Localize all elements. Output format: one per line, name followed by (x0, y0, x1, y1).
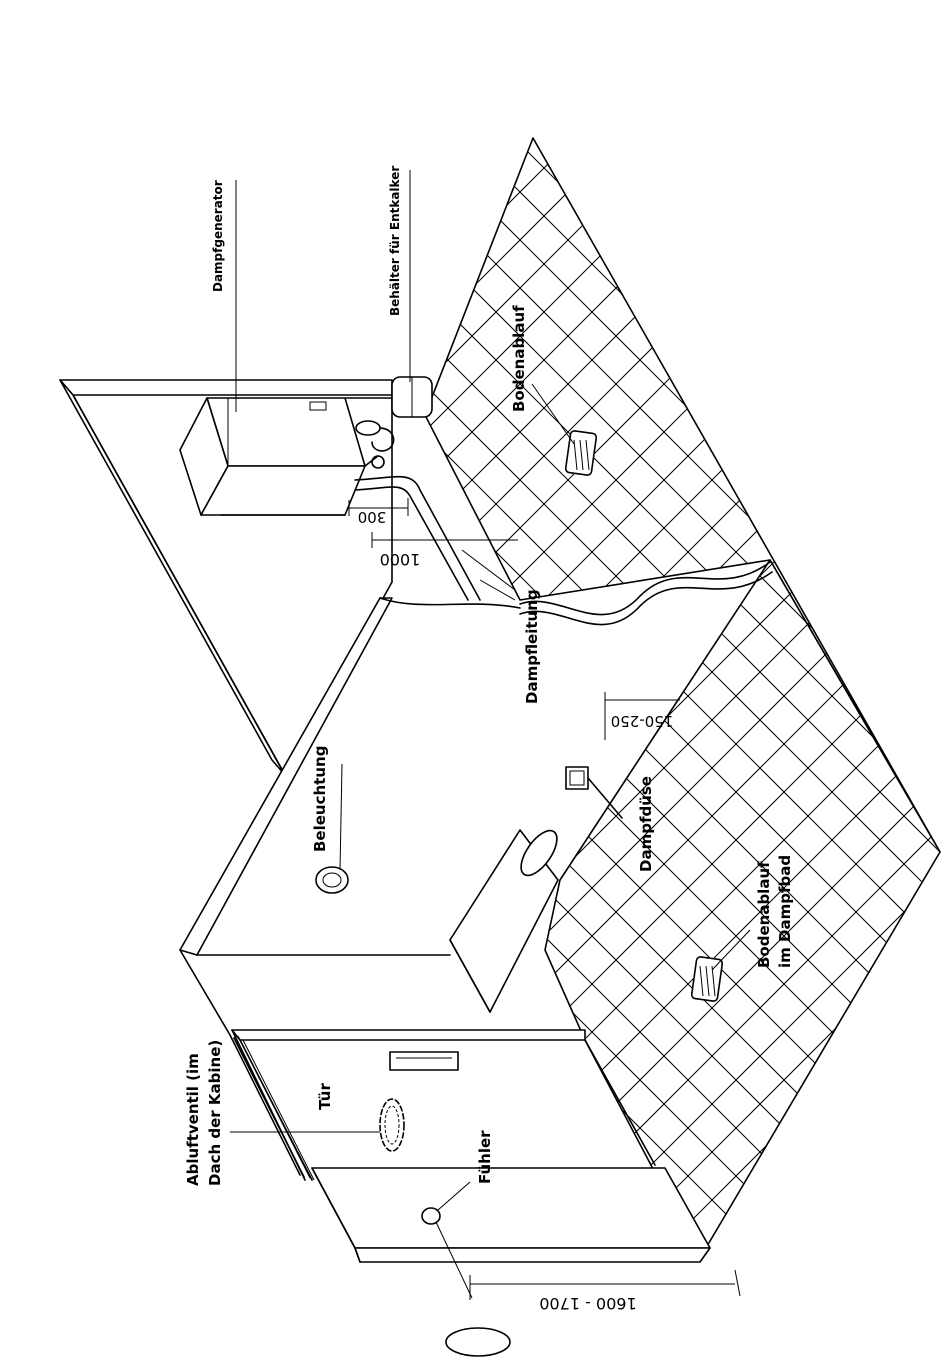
dim-1000-text: 1000 (380, 550, 421, 569)
floor-tile-line (0, 0, 136, 1364)
floor-tile-line (884, 0, 950, 1364)
floor-tile-line (0, 0, 184, 1364)
label-fuehler: Fühler (476, 1130, 494, 1184)
floor-tile-line (0, 0, 88, 1364)
floor-tile-line (0, 0, 60, 1364)
floor-tile-line (0, 0, 136, 1364)
floor-tile-line (0, 0, 732, 1364)
floor-tile-line (308, 0, 950, 1364)
dimension-300: 300 (349, 498, 408, 526)
floor-tile-line (0, 0, 60, 1364)
floor-tile-line (0, 0, 280, 1364)
floor-tile-line (0, 0, 204, 1364)
floor-tile-line (884, 0, 950, 1364)
floor-tile-line (0, 0, 300, 1364)
label-tuer: Tür (316, 1083, 334, 1110)
floor-tile-line (0, 0, 156, 1364)
floor-tile-line (0, 0, 520, 1364)
floor-tile-line (0, 0, 40, 1364)
floor-tile-line (0, 0, 88, 1364)
floor-tile-line (0, 0, 108, 1364)
floor-tile-line (0, 0, 540, 1364)
floor-drain-technical[interactable] (565, 430, 597, 475)
floor-tile-line (0, 0, 492, 1364)
floor-tile-line (0, 0, 760, 1364)
floor-tile-line (836, 0, 950, 1364)
floor-tile-line (308, 0, 950, 1364)
floor-tile-line (0, 0, 40, 1364)
floor-tile-line (260, 0, 950, 1364)
label-bodenablauf-dampfbad-1: Bodenablauf (755, 861, 773, 968)
floor-tile-line (0, 0, 540, 1364)
floor-tile-line (0, 0, 732, 1364)
floor-tile-line (280, 0, 950, 1364)
floor-tile-line (260, 0, 950, 1364)
door-handle[interactable] (390, 1052, 458, 1070)
label-dampfduese: Dampfdüse (637, 776, 655, 872)
floor-tile-line (0, 0, 760, 1364)
floor-tile-line (0, 0, 328, 1364)
steam-pipe (355, 477, 480, 600)
floor-tile-line (0, 0, 492, 1364)
floor-tile-line (856, 0, 950, 1364)
dimension-1600-1700: 1600 - 1700 (470, 1270, 740, 1313)
floor-tile-line (932, 0, 950, 1364)
floor-tile-line (904, 0, 950, 1364)
floor-tile-line (280, 0, 950, 1364)
floor-tile-line (0, 0, 588, 1364)
bench (450, 825, 564, 1012)
floor-tile-line (0, 0, 712, 1364)
steam-generator (180, 398, 365, 515)
floor-tile-line (836, 0, 950, 1364)
label-bodenablauf: Bodenablauf (510, 305, 528, 412)
floor-tile-line (0, 0, 712, 1364)
floor-tile-line (856, 0, 950, 1364)
floor-tile-line (904, 0, 950, 1364)
label-bodenablauf-dampfbad-2: im Dampfbad (776, 855, 794, 968)
page-number-oval (446, 1328, 510, 1356)
floor-tile-line (932, 0, 950, 1364)
dim-1600-1700-text: 1600 - 1700 (539, 1294, 636, 1313)
floor-tile-line (0, 0, 184, 1364)
label-entkalker: Behälter für Entkalker (388, 166, 402, 316)
floor-tile-line (0, 0, 156, 1364)
floor-tile-line (0, 0, 520, 1364)
floor-tile-line (0, 0, 280, 1364)
dim-300-text: 300 (358, 508, 387, 526)
floor-tile-line (0, 0, 328, 1364)
floor-tile-line (0, 0, 204, 1364)
label-dampfleitung: Dampfleitung (523, 589, 541, 704)
label-dampfgenerator: Dampfgenerator (211, 180, 225, 292)
label-abluftventil-1: Abluftventil (im (184, 1053, 202, 1186)
leader-dampfleitung-2 (480, 580, 515, 600)
label-beleuchtung: Beleuchtung (311, 746, 329, 852)
floor-tile-line (0, 0, 12, 1364)
floor-tile-line (0, 0, 12, 1364)
floor-tile-line (0, 0, 588, 1364)
floor-tile-line (328, 0, 950, 1364)
floor-tile-line (328, 0, 950, 1364)
floor-tile-line (0, 0, 108, 1364)
label-abluftventil-2: Dach der Kabine) (206, 1040, 224, 1186)
dim-150-250-text: 150-250 (611, 712, 674, 730)
floor-tile-line (0, 0, 300, 1364)
